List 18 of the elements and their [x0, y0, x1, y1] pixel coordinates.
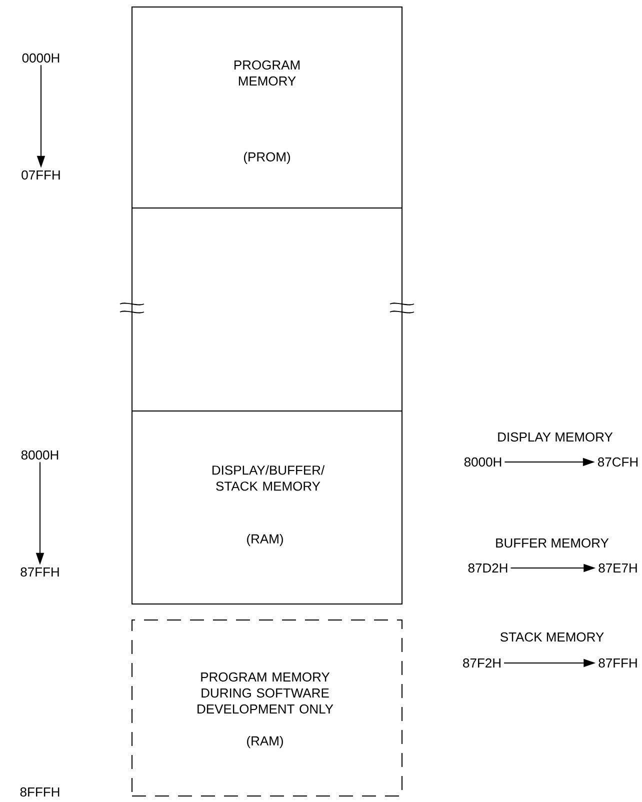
address-label: 87CFH: [598, 457, 638, 467]
memory-block: PROGRAM MEMORY (PROM): [132, 6, 402, 208]
address-label: 8FFFH: [20, 787, 60, 797]
address-label: 8000H: [21, 450, 58, 460]
address-label: 8000H: [464, 457, 502, 467]
address-label: 87E7H: [598, 563, 637, 573]
memory-block: [132, 208, 402, 412]
region-label: STACK MEMORY: [500, 632, 604, 642]
region-label: DISPLAY MEMORY: [498, 432, 613, 442]
address-label: 0000H: [22, 53, 60, 63]
address-label: 07FFH: [22, 170, 60, 180]
memory-block: PROGRAM MEMORY DURING SOFTWARE DEVELOPMENT ONLY (RAM): [132, 620, 402, 796]
address-label: 87F2H: [463, 658, 500, 668]
address-label: 87D2H: [468, 563, 508, 573]
address-label: 87FFH: [20, 567, 59, 577]
address-label: 87FFH: [598, 658, 637, 668]
region-label: BUFFER MEMORY: [496, 538, 609, 548]
memory-block: DISPLAY/BUFFER/ STACK MEMORY (RAM): [132, 410, 402, 604]
